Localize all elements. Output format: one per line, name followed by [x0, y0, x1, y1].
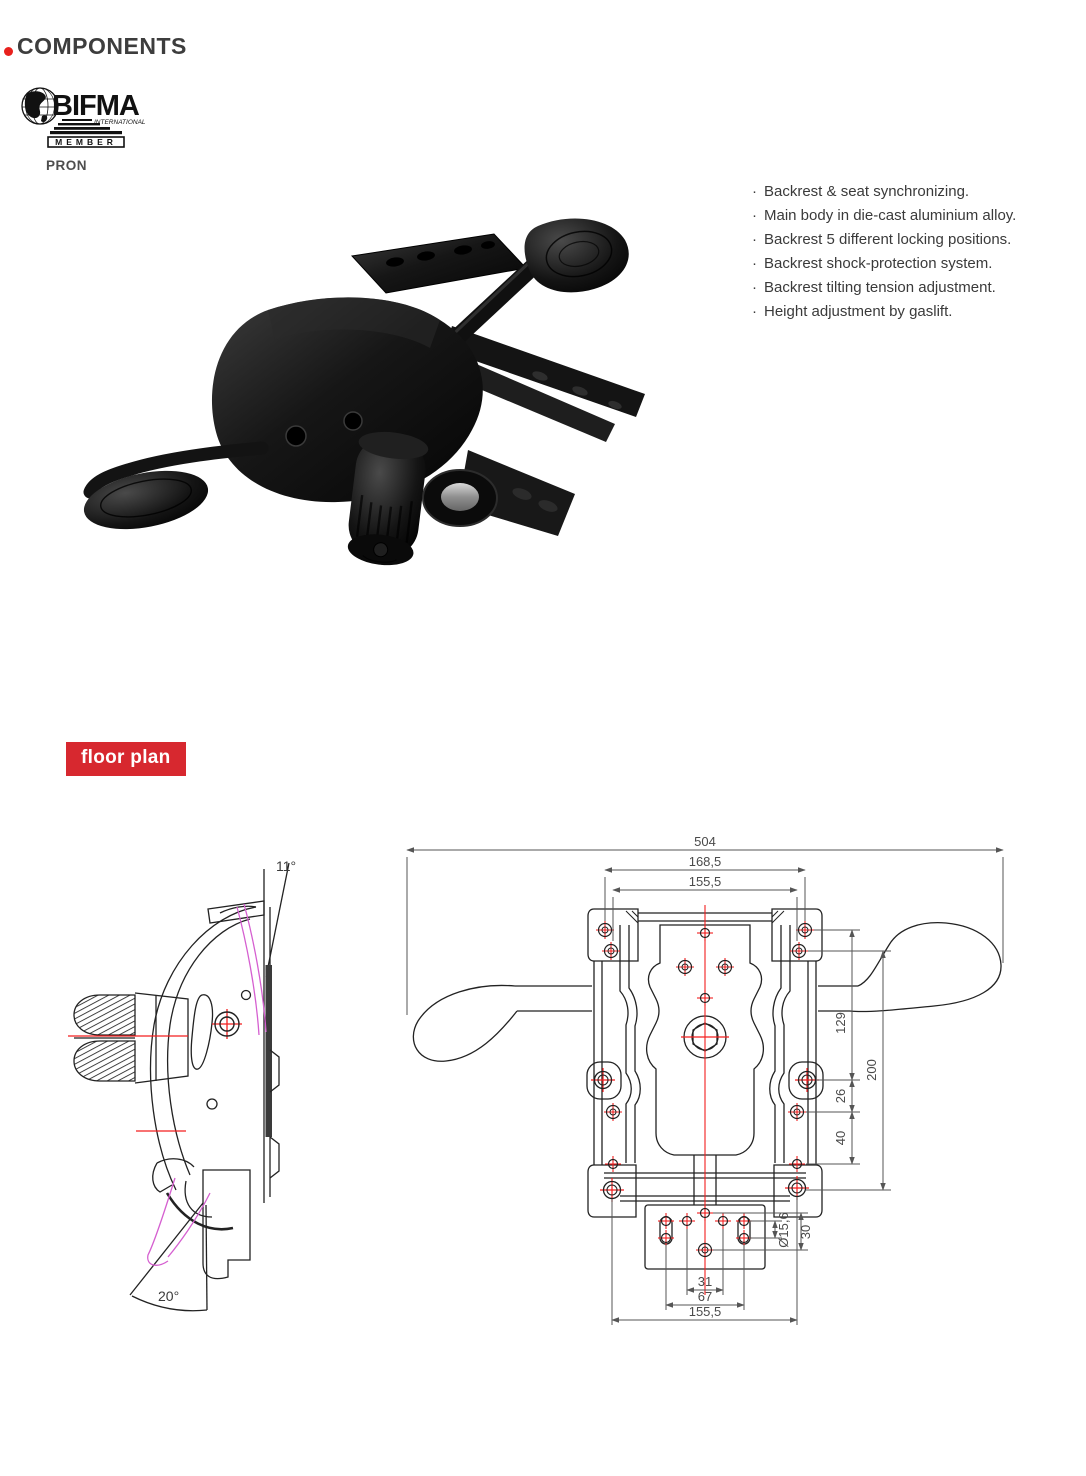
- feature-item: ·Main body in die-cast aluminium alloy.: [752, 207, 1017, 224]
- seat-plate: [350, 233, 527, 294]
- logo-member: MEMBER: [55, 137, 117, 147]
- globe-icon: [21, 87, 59, 125]
- floor-plan-badge: floor plan: [66, 742, 186, 776]
- feature-item: ·Backrest tilting tension adjustment.: [752, 279, 996, 296]
- logo-subtitle: INTERNATIONAL: [94, 119, 146, 126]
- dim-155-5-top: 155,5: [689, 874, 722, 889]
- logo-member-strip: MEMBER: [47, 136, 125, 148]
- dim-168-5: 168,5: [689, 854, 722, 869]
- section-bullet-icon: [4, 47, 13, 56]
- center-marks: [68, 1009, 242, 1132]
- dim-40: 40: [833, 1131, 848, 1145]
- dim-504: 504: [694, 834, 716, 849]
- product-photo: [70, 198, 650, 608]
- tension-knob: [347, 431, 429, 566]
- floor-plan-label: floor plan: [81, 747, 171, 768]
- side-outline: [73, 862, 290, 1312]
- dim-67: 67: [698, 1289, 712, 1304]
- logo-steps: [50, 119, 122, 135]
- logo-brand: BIFMA: [52, 90, 140, 122]
- feature-item: ·Height adjustment by gaslift.: [752, 303, 953, 320]
- dim-155-5-bottom: 155,5: [689, 1304, 722, 1319]
- top-levers: [412, 922, 1002, 1062]
- product-name: PRON: [46, 158, 88, 173]
- pivot-bolt: [214, 1011, 240, 1037]
- seat-angle-label: 20°: [158, 1288, 179, 1304]
- page-title: COMPONENTS: [17, 33, 187, 59]
- dim-129: 129: [833, 1012, 848, 1034]
- back-angle-label: 11°: [276, 858, 296, 874]
- feature-item: ·Backrest 5 different locking positions.: [752, 231, 1012, 248]
- dim-26: 26: [833, 1089, 848, 1103]
- gaslift-socket: [422, 469, 498, 527]
- tilt-position-lines: [147, 903, 267, 1266]
- hole-marks: [590, 905, 820, 1295]
- dimension-labels: 504 168,5 155,5 129 200 26 40 Ø15,6 30 3…: [689, 834, 879, 1319]
- top-view-drawing: 504 168,5 155,5 129 200 26 40 Ø15,6 30 3…: [398, 833, 1018, 1343]
- feature-item: ·Backrest & seat synchronizing.: [752, 183, 970, 200]
- dim-31: 31: [698, 1274, 712, 1289]
- dim-30: 30: [798, 1225, 813, 1239]
- dim-slot-dia: Ø15,6: [776, 1212, 791, 1247]
- dimension-lines: [406, 847, 1004, 1325]
- feature-list: ·Backrest & seat synchronizing. ·Main bo…: [752, 180, 1016, 324]
- side-view-drawing: 11° 20°: [60, 845, 380, 1325]
- bifma-logo: BIFMA INTERNATIONAL MEMBER: [18, 84, 148, 150]
- feature-item: ·Backrest shock-protection system.: [752, 255, 993, 272]
- left-lever: [83, 441, 269, 530]
- dim-200: 200: [864, 1059, 879, 1081]
